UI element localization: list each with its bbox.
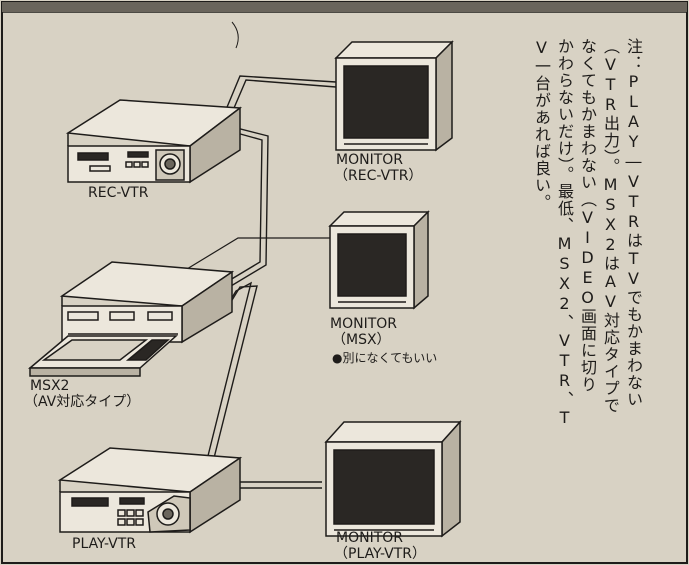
cable-msx-to-monitor [181,237,330,273]
cable-play-vtr-to-monitor [240,481,322,489]
cable-rec-vtr-to-monitor [224,75,337,116]
monitor-play-title: MONITOR [336,530,403,546]
play-vtr-device [57,447,243,534]
msx2-sub-label: （AV対応タイプ） [24,394,141,410]
monitor-msx [328,210,430,310]
monitor-rec-sub: （REC-VTR） [334,168,423,184]
monitor-play-vtr [324,420,462,538]
monitor-msx-note: ●別になくてもいい [332,351,438,365]
monitor-play-sub: （PLAY-VTR） [334,546,427,562]
rec-vtr-device [65,99,243,184]
play-vtr-label: PLAY-VTR [72,536,137,552]
note-line-5: V一台があれば良い。 [532,38,551,211]
monitor-msx-sub: （MSX） [332,332,391,348]
note-line-3: なくてもかまわない（VIDEO画面に切り [578,38,597,393]
monitor-rec-vtr [334,40,454,152]
stray-mark [231,21,239,49]
note-line-1: 注：PLAY―VTRはTVでもかまわない [624,38,643,408]
msx2-keyboard [27,335,178,377]
msx2-label: MSX2 [30,378,70,394]
rec-vtr-label: REC-VTR [88,185,149,201]
note-line-2: （VTR出力）。MSX2はAV対応タイプで [601,38,620,414]
monitor-rec-title: MONITOR [336,152,403,168]
note-line-4: かわらないだけ）。最低、MSX2、VTR、T [555,38,574,428]
monitor-msx-title: MONITOR [330,316,397,332]
